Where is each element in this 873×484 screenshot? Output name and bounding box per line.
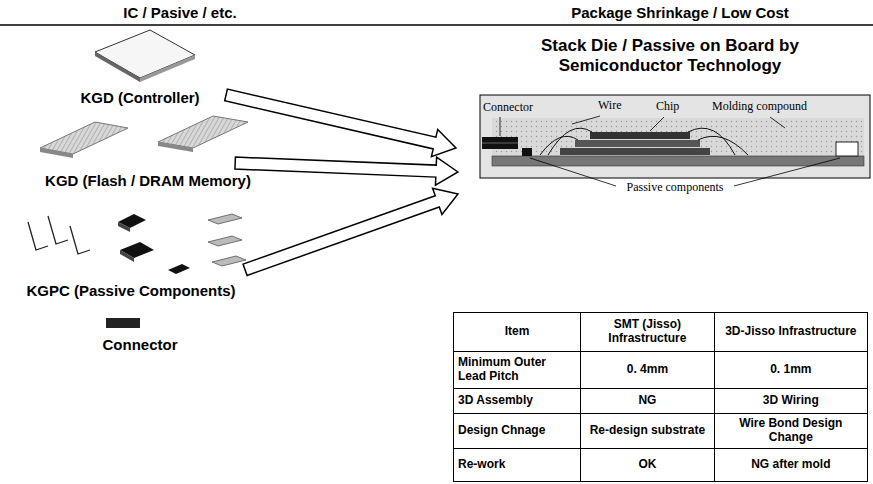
table-cell: 3D Wiring: [714, 389, 867, 414]
comparison-table: Item SMT (Jisso) Infrastructure 3D-Jisso I…: [453, 312, 868, 482]
table-text: Design Chnage: [458, 423, 545, 437]
flow-arrow: [223, 81, 463, 283]
part-name: KGD (Flash / DRAM Memory): [0, 172, 296, 190]
memory-die: [40, 116, 248, 158]
table-cell: 3D-Jisso Infrastructure: [714, 313, 867, 352]
table-text: Minimum Outer Lead Pitch: [458, 355, 546, 383]
table-cell: 3D Assembly: [454, 389, 581, 414]
table-header: Item: [505, 324, 530, 338]
table-text: 3D Wiring: [763, 393, 819, 407]
part-name: Molding compound: [712, 99, 832, 113]
part-name: KGPC (Passive Components): [0, 282, 262, 300]
part-name: Connector: [483, 100, 543, 114]
table-cell: 0. 4mm: [581, 352, 715, 389]
part-name: Connector: [60, 336, 220, 354]
table-cell: Wire Bond Design Change: [714, 414, 867, 449]
passive-parts: [28, 214, 246, 274]
part-name: Passive components: [618, 180, 732, 194]
part-name: Chip: [656, 99, 696, 113]
table-cell: NG after mold: [714, 449, 867, 482]
table-cell: Re-work: [454, 449, 581, 482]
table-cell: 0. 1mm: [714, 352, 867, 389]
table-cell: Re-design substrate: [581, 414, 715, 449]
table-text: OK: [638, 457, 656, 471]
connector-part: [106, 318, 140, 328]
table-cell: Minimum Outer Lead Pitch: [454, 352, 581, 389]
table-text: Wire Bond Design Change: [739, 416, 842, 444]
table-cell: NG: [581, 389, 715, 414]
part-name: Wire: [598, 98, 638, 112]
cross-section: [480, 95, 870, 186]
table-cell: Item: [454, 313, 581, 352]
table-text: NG after mold: [751, 457, 830, 471]
table-text: NG: [638, 393, 656, 407]
table-text: Re-design substrate: [590, 423, 705, 437]
table-cell: Design Chnage: [454, 414, 581, 449]
table-text: Re-work: [458, 457, 505, 471]
header-rule: [0, 24, 873, 26]
controller-die: [95, 30, 195, 82]
leader-line: [500, 116, 840, 186]
table-text: 3D Assembly: [458, 393, 533, 407]
table-cell: OK: [581, 449, 715, 482]
table-text: 0. 4mm: [627, 362, 668, 376]
table-text: 0. 1mm: [770, 362, 811, 376]
table-cell: SMT (Jisso) Infrastructure: [581, 313, 715, 352]
header-text: IC / Pasive / etc.: [90, 4, 270, 22]
table-header: SMT (Jisso) Infrastructure: [608, 317, 686, 345]
panel-title: Stack Die / Passive on Board by Semicond…: [505, 36, 835, 77]
table-header: 3D-Jisso Infrastructure: [725, 324, 856, 338]
header-text: Package Shrinkage / Low Cost: [510, 4, 850, 22]
part-name: KGD (Controller): [60, 89, 220, 107]
